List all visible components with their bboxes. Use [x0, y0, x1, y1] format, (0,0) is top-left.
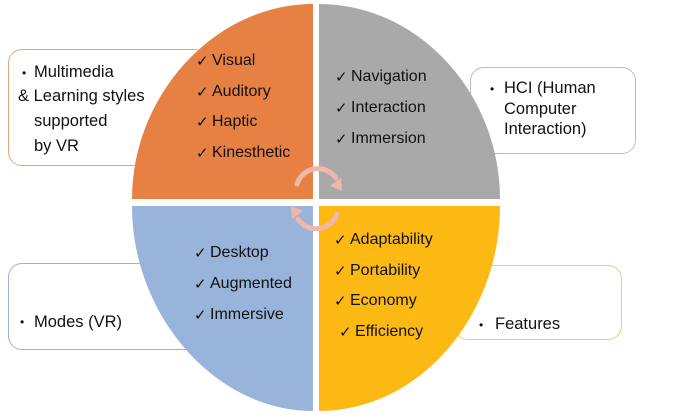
list-item: ✓Immersive [194, 306, 292, 337]
list-item-label: Visual [212, 52, 256, 69]
list-item-label: Navigation [351, 68, 427, 85]
callout-text: by VR [34, 136, 79, 157]
checkmark-icon: ✓ [335, 130, 348, 148]
list-item-label: Augmented [210, 275, 292, 292]
callout-text: HCI (Human Computer Interaction) [504, 78, 596, 140]
list-item-label: Desktop [210, 244, 269, 261]
callout-line: Interaction) [504, 120, 587, 139]
list-item: ✓Desktop [194, 244, 292, 275]
list-item-label: Haptic [212, 113, 258, 130]
cycle-arrow-lower-head [291, 206, 303, 219]
checkmark-icon: ✓ [334, 231, 347, 249]
list-modes: ✓Desktop ✓Augmented ✓Immersive [194, 244, 292, 337]
list-item: ✓Economy [334, 292, 433, 323]
quadrant-hci [319, 4, 500, 199]
checkmark-icon: ✓ [196, 82, 209, 101]
bullet-icon: • [22, 66, 27, 80]
list-item: ✓Haptic [196, 113, 290, 144]
list-item-label: Portability [350, 261, 421, 279]
callout-text: & Learning styles [18, 86, 145, 107]
list-item: ✓Portability [334, 262, 433, 293]
callout-line: & Learning styles [18, 87, 145, 105]
list-item-label: Efficiency [355, 322, 424, 340]
list-item: ✓Navigation [335, 68, 427, 99]
bullet-icon: • [20, 315, 25, 329]
list-item-label: Adaptability [350, 231, 433, 248]
bullet-icon: • [490, 82, 495, 96]
quadrant-visual [132, 4, 313, 199]
list-hci: ✓Navigation ✓Interaction ✓Immersion [335, 68, 427, 161]
bullet-icon: • [479, 318, 484, 332]
checkmark-icon: ✓ [339, 322, 352, 341]
checkmark-icon: ✓ [196, 113, 209, 131]
list-item: ✓Adaptability [334, 231, 433, 262]
cycle-arrow-upper [294, 166, 339, 187]
list-item: ✓Efficiency [339, 323, 433, 354]
callout-line: Computer [504, 99, 577, 118]
list-item: ✓Immersion [335, 130, 427, 161]
cycle-arrow-upper-head [330, 178, 342, 191]
list-item: ✓Interaction [335, 99, 427, 130]
callout-text: supported [34, 111, 107, 132]
list-item-label: Interaction [351, 99, 426, 116]
list-item-label: Kinesthetic [212, 143, 291, 161]
checkmark-icon: ✓ [194, 244, 207, 262]
list-learning-styles: ✓Visual ✓Auditory ✓Haptic ✓Kinesthetic [196, 52, 290, 174]
checkmark-icon: ✓ [335, 68, 348, 86]
checkmark-icon: ✓ [335, 99, 348, 117]
callout-line: supported [34, 112, 108, 130]
list-item: ✓Augmented [194, 275, 292, 306]
circular-arrows-icon [291, 166, 342, 232]
list-item-label: Immersion [351, 130, 426, 147]
list-item: ✓Kinesthetic [196, 144, 290, 175]
checkmark-icon: ✓ [334, 261, 347, 280]
checkmark-icon: ✓ [334, 292, 347, 310]
callout-text: Modes (VR) [34, 312, 122, 333]
quadrant-features [319, 206, 500, 411]
checkmark-icon: ✓ [196, 52, 209, 70]
callout-line: Multimedia [34, 63, 114, 81]
checkmark-icon: ✓ [196, 143, 209, 162]
checkmark-icon: ✓ [194, 306, 207, 324]
list-item-label: Immersive [210, 306, 284, 323]
list-item: ✓Auditory [196, 83, 290, 114]
callout-text: Features [495, 314, 560, 335]
callout-line: Modes (VR) [34, 313, 123, 331]
callout-line: Features [495, 315, 561, 333]
list-item-label: Auditory [212, 82, 271, 100]
list-item: ✓Visual [196, 52, 290, 83]
callout-line: HCI (Human [504, 79, 596, 97]
callout-line: by VR [34, 137, 79, 155]
checkmark-icon: ✓ [194, 275, 207, 293]
quadrant-modes [132, 206, 313, 411]
list-features: ✓Adaptability ✓Portability ✓Economy ✓Eff… [334, 231, 433, 353]
callout-hci: • HCI (Human Computer Interaction) [470, 67, 636, 154]
list-item-label: Economy [350, 292, 417, 309]
cycle-arrow-lower [295, 211, 340, 232]
callout-text: Multimedia [34, 62, 114, 83]
